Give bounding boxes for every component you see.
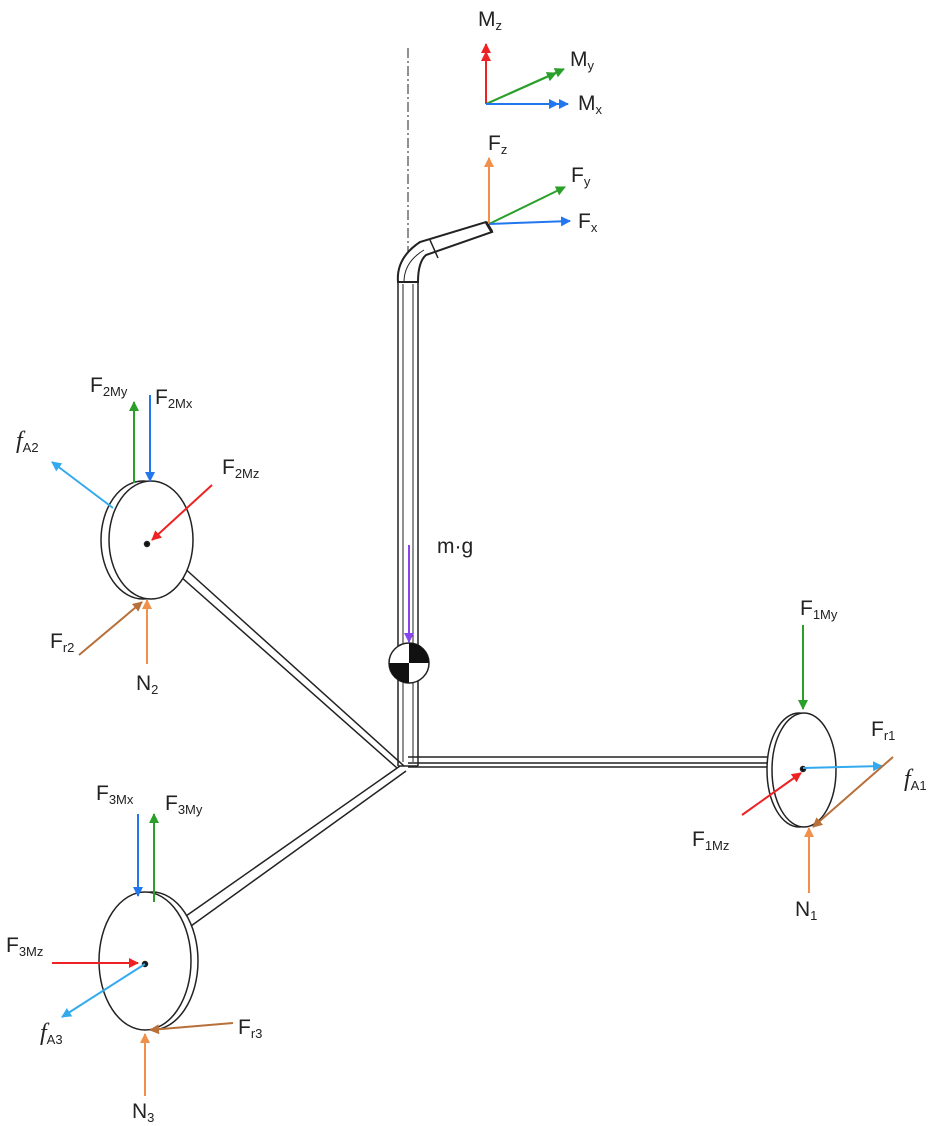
- label-fa2: fA2: [16, 428, 39, 455]
- label-fz: Fz: [488, 132, 507, 157]
- leg-to-wheel-1: [408, 756, 773, 768]
- label-fr1: Fr1: [871, 718, 895, 743]
- label-fa1: fA1: [904, 766, 927, 793]
- label-mg: m·g: [437, 535, 473, 558]
- wheel-2-forces: [51, 395, 213, 664]
- label-fy: Fy: [571, 164, 591, 189]
- wheel-2: [100, 480, 194, 600]
- label-fx: Fx: [578, 210, 598, 235]
- leg-to-wheel-2: [145, 537, 405, 769]
- label-f3mz: F3Mz: [6, 934, 43, 959]
- label-f2mz: F2Mz: [222, 456, 259, 481]
- label-f3my: F3My: [165, 792, 203, 817]
- label-mx: Mx: [578, 92, 603, 117]
- wheel-1: [766, 712, 837, 828]
- center-of-mass-symbol: [388, 642, 430, 684]
- wheel-3-forces: [52, 813, 234, 1096]
- label-mz: Mz: [478, 8, 502, 33]
- label-f3mx: F3Mx: [96, 782, 134, 807]
- label-f2my: F2My: [90, 374, 128, 399]
- column-handle: [396, 220, 494, 283]
- label-fr3: Fr3: [238, 1016, 262, 1041]
- moment-axes: [481, 43, 569, 109]
- wheel-3: [98, 891, 199, 1031]
- label-f2mx: F2Mx: [155, 386, 193, 411]
- label-n1: N1: [795, 898, 817, 923]
- label-fr2: Fr2: [50, 630, 74, 655]
- label-f1my: F1My: [800, 597, 838, 622]
- force-axes: [484, 157, 571, 227]
- wheel-1-forces: [741, 625, 894, 893]
- label-n2: N2: [136, 672, 158, 697]
- label-my: My: [570, 48, 595, 73]
- label-fa3: fA3: [40, 1020, 63, 1047]
- label-f1mz: F1Mz: [692, 828, 729, 853]
- label-n3: N3: [132, 1100, 154, 1125]
- leg-to-wheel-3: [185, 765, 407, 927]
- column-shaft: [397, 280, 419, 767]
